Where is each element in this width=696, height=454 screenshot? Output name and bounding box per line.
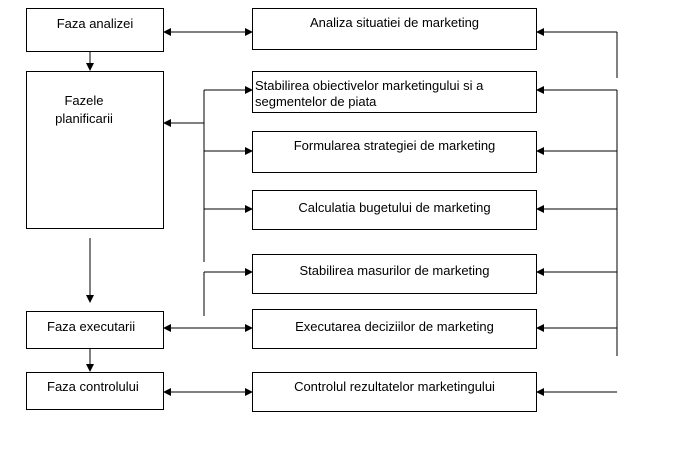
activity-analysis-box: Analiza situatiei de marketing [252, 8, 537, 50]
phase-control-box: Faza controlului [26, 372, 164, 410]
activity-strategy-label: Formularea strategiei de marketing [293, 138, 496, 153]
phase-execution-label: Faza executarii [47, 319, 136, 334]
phase-execution-box: Faza executarii [26, 311, 164, 349]
phase-planning-label: Fazele planificarii [55, 93, 113, 126]
phase-planning-box: Fazele planificarii [26, 71, 164, 229]
activity-measures-box: Stabilirea masurilor de marketing [252, 254, 537, 294]
activity-strategy-box: Formularea strategiei de marketing [252, 131, 537, 173]
activity-budget-box: Calculatia bugetului de marketing [252, 190, 537, 230]
phase-analysis-box: Faza analizei [26, 8, 164, 52]
activity-objectives-box: Stabilirea obiectivelor marketingului si… [252, 71, 537, 113]
activity-decisions-box: Executarea deciziilor de marketing [252, 309, 537, 349]
phase-analysis-label: Faza analizei [56, 16, 134, 31]
activity-decisions-label: Executarea deciziilor de marketing [295, 319, 494, 334]
phase-control-label: Faza controlului [47, 379, 139, 394]
activity-analysis-label: Analiza situatiei de marketing [309, 15, 480, 30]
activity-results-label: Controlul rezultatelor marketingului [294, 379, 495, 394]
activity-results-box: Controlul rezultatelor marketingului [252, 372, 537, 412]
activity-measures-label: Stabilirea masurilor de marketing [299, 263, 490, 278]
activity-objectives-label: Stabilirea obiectivelor marketingului si… [255, 78, 484, 109]
activity-budget-label: Calculatia bugetului de marketing [298, 200, 491, 215]
